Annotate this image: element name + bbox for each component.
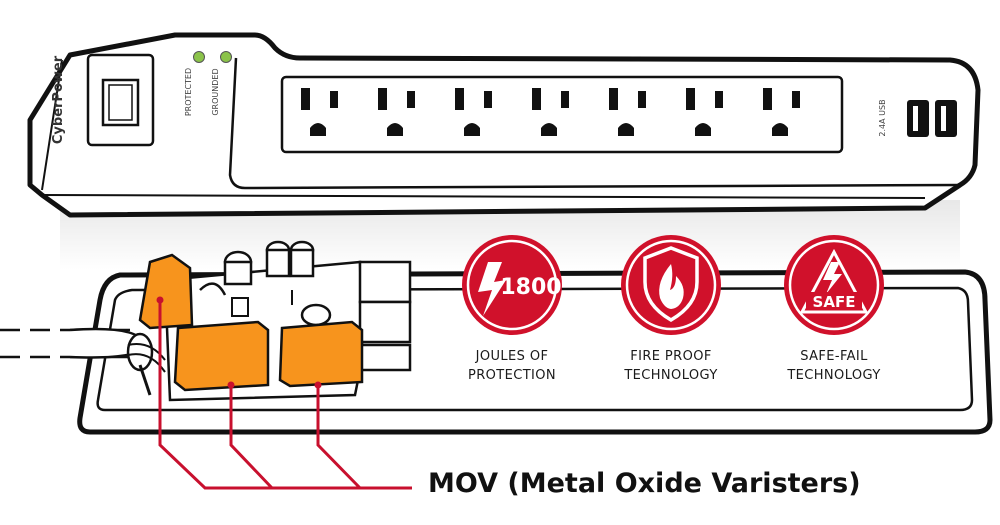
outlet-slot	[455, 88, 464, 110]
protected-led-icon	[193, 51, 205, 63]
joules-badge-number: 1800	[500, 275, 561, 300]
lid-edge-line	[41, 59, 63, 191]
safe-badge-text: SAFE	[813, 293, 856, 311]
feature-label-line: PROTECTION	[467, 368, 557, 383]
outlet-slot	[301, 88, 310, 110]
feature-label-line: JOULES OF	[475, 349, 549, 364]
outlet-ground-hole	[541, 123, 557, 136]
feature-label-safe: SAFE-FAIL TECHNOLOGY	[759, 347, 909, 385]
outlet-slot	[763, 88, 772, 110]
outlet-6	[686, 88, 723, 136]
bolt-icon	[823, 262, 842, 294]
power-cord	[0, 327, 166, 396]
outlet-ground-hole	[310, 123, 326, 136]
outlet-slot	[532, 88, 541, 110]
mov-component-1	[138, 253, 194, 330]
terminal-block	[358, 260, 412, 304]
brand-logo: CyberPower	[51, 55, 66, 144]
outlet-5	[609, 88, 646, 136]
outlet-slot	[330, 91, 338, 108]
terminal-block-lower	[358, 300, 412, 344]
mov-callout-label: MOV (Metal Oxide Varisters)	[428, 468, 861, 499]
feature-label-line: TECHNOLOGY	[624, 368, 718, 383]
warning-triangle-icon	[799, 248, 869, 314]
outlet-slot	[792, 91, 800, 108]
outlet-slot	[686, 88, 695, 110]
outlet-3	[455, 88, 492, 136]
shield-icon	[643, 246, 699, 323]
feature-label-joules: JOULES OF PROTECTION	[437, 347, 587, 385]
outlet-ground-hole	[464, 123, 480, 136]
lid-panel-line	[228, 57, 961, 190]
lightning-bolt-icon	[478, 262, 506, 316]
outlet-slot	[561, 91, 569, 108]
feature-badge-joules: 1800	[462, 235, 562, 335]
outlet-row	[301, 88, 800, 136]
power-strip-lid: CyberPower PROTECTED GROUNDED 2.4A USB	[27, 32, 981, 218]
outlet-panel	[280, 75, 844, 154]
outlet-4	[532, 88, 569, 136]
usb-ports	[907, 100, 957, 137]
feature-badge-safe: SAFE	[784, 235, 884, 335]
feature-label-fire: FIRE PROOF TECHNOLOGY	[596, 347, 746, 385]
lid-bottom-line	[41, 194, 926, 199]
outlet-slot	[407, 91, 415, 108]
mov-component-2	[173, 320, 270, 392]
outlet-slot	[609, 88, 618, 110]
outlet-1	[301, 88, 338, 136]
flame-icon	[659, 264, 684, 309]
outlet-slot	[484, 91, 492, 108]
outlet-slot	[378, 88, 387, 110]
feature-label-line: FIRE PROOF	[630, 349, 712, 364]
outlet-ground-hole	[618, 123, 634, 136]
feature-label-line: SAFE-FAIL	[800, 349, 868, 364]
grounded-label: GROUNDED	[211, 68, 220, 115]
usb-label: 2.4A USB	[878, 99, 887, 136]
mov-components	[138, 253, 364, 392]
power-strip-base: 1800 SAFE	[0, 235, 993, 490]
outlet-ground-hole	[695, 123, 711, 136]
mov-component-3	[278, 320, 364, 388]
feature-label-line: TECHNOLOGY	[787, 368, 881, 383]
fuse-holder	[300, 303, 332, 327]
power-switch	[86, 53, 155, 147]
grounded-led-icon	[220, 51, 232, 63]
outlet-7	[763, 88, 800, 136]
outlet-2	[378, 88, 415, 136]
protected-label: PROTECTED	[184, 68, 193, 116]
outlet-ground-hole	[772, 123, 788, 136]
outlet-slot	[715, 91, 723, 108]
outlet-slot	[638, 91, 646, 108]
feature-badge-fire	[621, 235, 721, 335]
mov-callout-lines	[156, 296, 412, 490]
outlet-ground-hole	[387, 123, 403, 136]
